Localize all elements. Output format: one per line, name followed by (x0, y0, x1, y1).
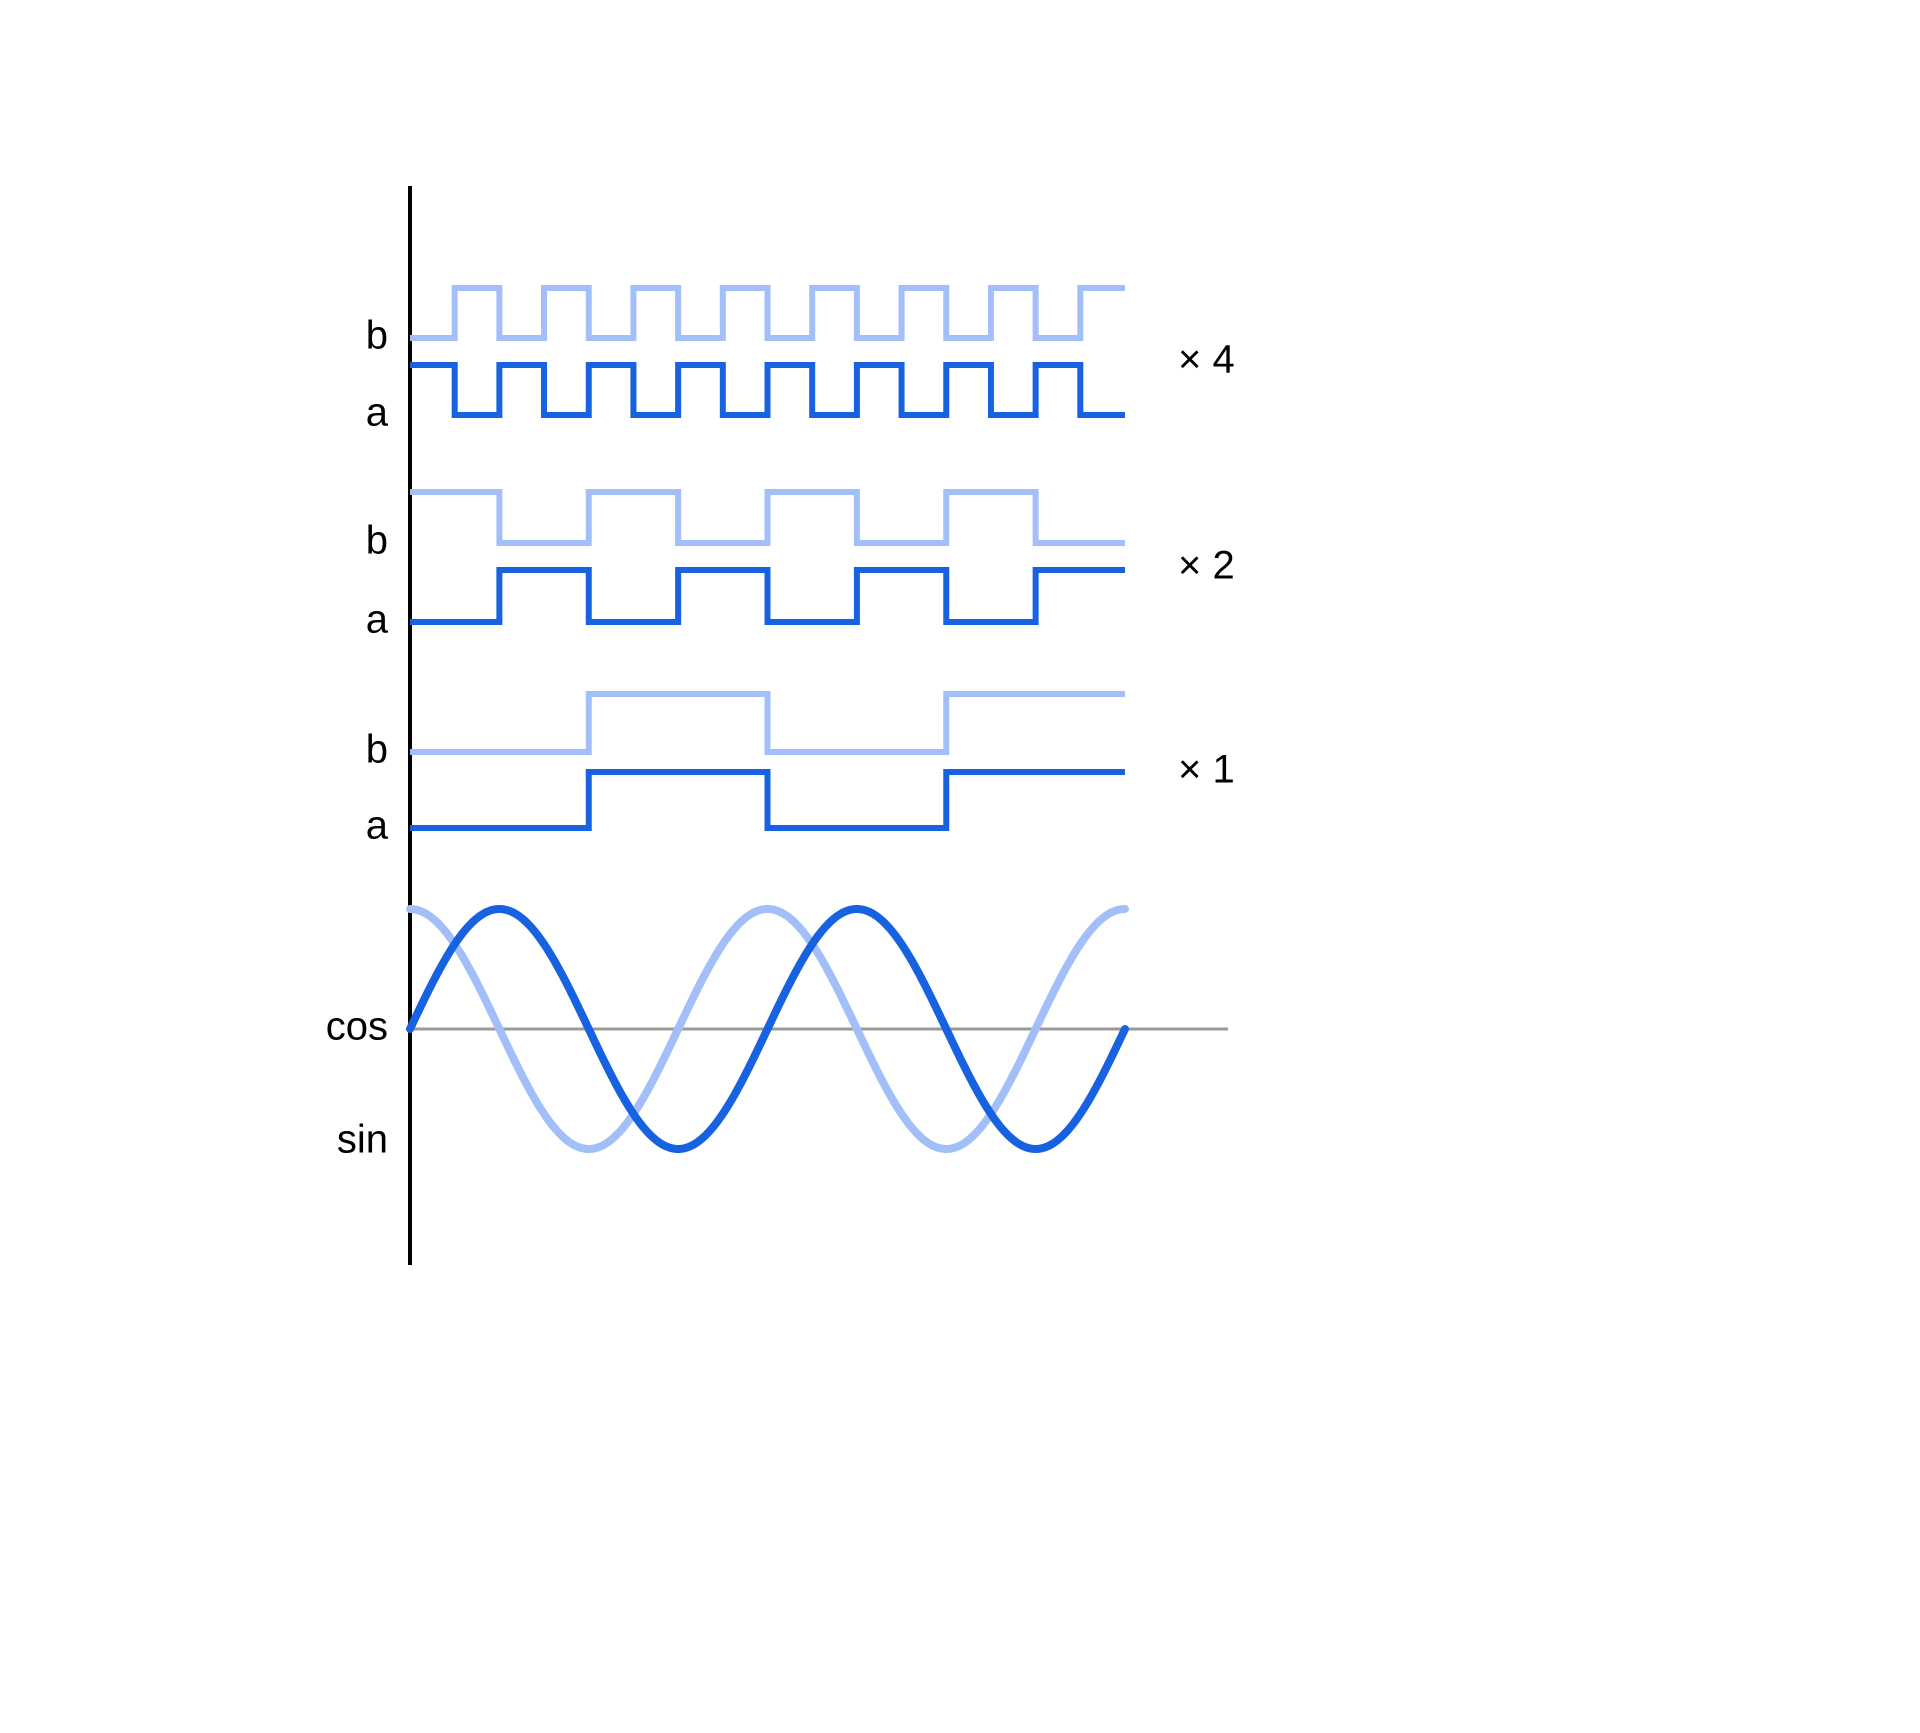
multiplier-annotation-0: × 4 (1178, 338, 1235, 382)
waveform-x1-b (410, 691, 1125, 755)
waveform-group (410, 285, 1125, 831)
waveform-x1-a (410, 769, 1125, 831)
multiplier-annotation-1: × 2 (1178, 544, 1235, 588)
curve-cos (406, 905, 1129, 1153)
curve-label-sin: sin (337, 1118, 388, 1162)
signal-label-x4-a: a (366, 391, 389, 435)
waveform-x2-a (410, 567, 1125, 625)
curve-sin (406, 905, 1129, 1153)
signal-label-x4-b: b (366, 314, 388, 358)
signal-label-x2-a: a (366, 598, 389, 642)
multiplier-label-group: × 4 × 2 × 1 (1178, 338, 1235, 792)
waveform-x4-a (410, 362, 1125, 418)
sinusoid-group (406, 905, 1129, 1153)
signal-label-x1-a: a (366, 804, 389, 848)
waveform-x4-b (410, 285, 1125, 341)
multiplier-annotation-2: × 1 (1178, 748, 1235, 792)
curve-label-cos: cos (326, 1005, 388, 1049)
signal-label-x2-b: b (366, 519, 388, 563)
signal-label-x1-b: b (366, 728, 388, 772)
waveform-x2-b (410, 489, 1125, 546)
